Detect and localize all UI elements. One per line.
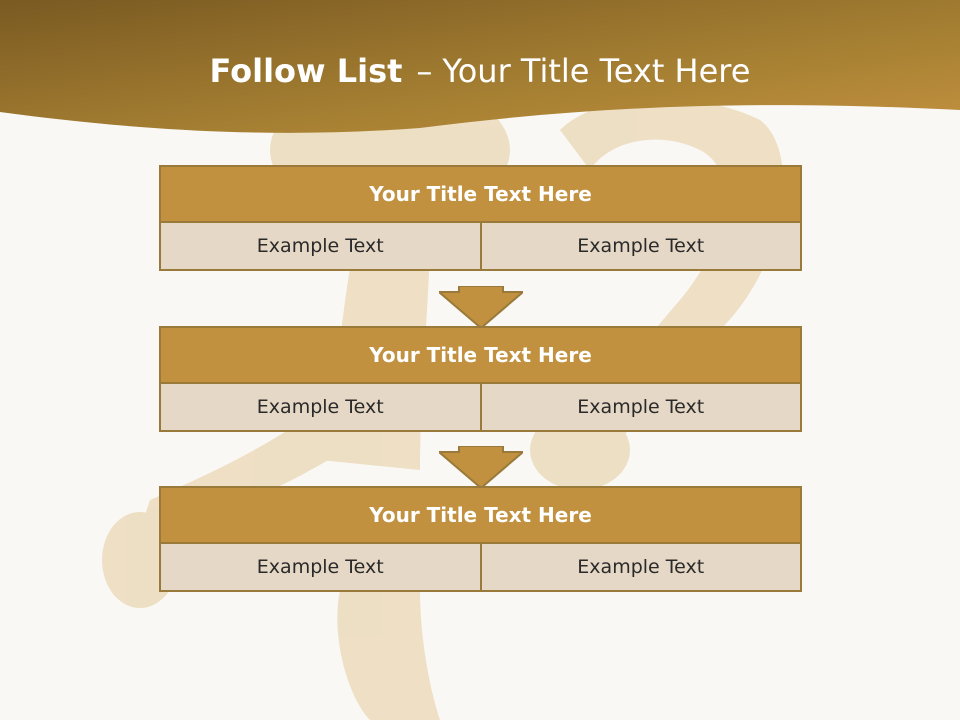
block-cell-left: Example Text — [161, 384, 480, 430]
block-cell-right: Example Text — [479, 384, 800, 430]
block-cell-left: Example Text — [161, 223, 480, 269]
block-row: Example Text Example Text — [161, 223, 800, 269]
list-block-3: Your Title Text Here Example Text Exampl… — [159, 486, 802, 592]
block-title: Your Title Text Here — [161, 167, 800, 223]
title-separator: – — [416, 52, 433, 90]
block-cell-right: Example Text — [479, 544, 800, 590]
page-title: Follow List–Your Title Text Here — [0, 52, 960, 90]
down-arrow-icon — [439, 286, 523, 328]
title-bold: Follow List — [209, 52, 403, 90]
block-cell-right: Example Text — [479, 223, 800, 269]
list-block-1: Your Title Text Here Example Text Exampl… — [159, 165, 802, 271]
block-title: Your Title Text Here — [161, 328, 800, 384]
header-band — [0, 0, 960, 133]
block-row: Example Text Example Text — [161, 384, 800, 430]
block-cell-left: Example Text — [161, 544, 480, 590]
block-row: Example Text Example Text — [161, 544, 800, 590]
block-title: Your Title Text Here — [161, 488, 800, 544]
list-block-2: Your Title Text Here Example Text Exampl… — [159, 326, 802, 432]
title-rest: Your Title Text Here — [442, 52, 751, 90]
down-arrow-icon — [439, 446, 523, 488]
